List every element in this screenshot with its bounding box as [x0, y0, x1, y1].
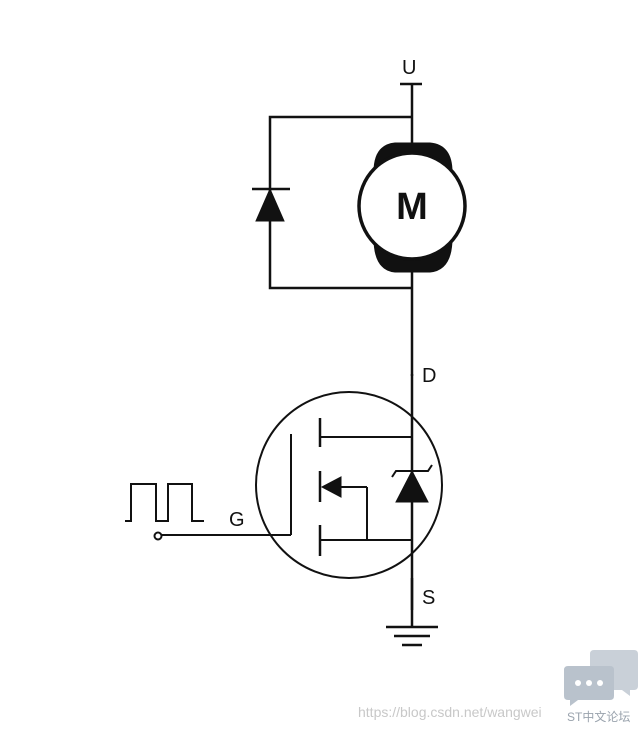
forum-label: ST中文论坛 — [567, 710, 631, 724]
body-diode — [391, 464, 433, 503]
supply-label: U — [402, 57, 416, 79]
motor-body — [357, 151, 467, 261]
mosfet-envelope — [255, 391, 443, 579]
source-label: S — [422, 587, 435, 609]
motor: M — [357, 142, 467, 273]
body-diode-bar — [391, 464, 433, 478]
substrate-arrow — [320, 476, 342, 498]
gate-label: G — [229, 509, 245, 531]
mosfet — [255, 391, 443, 610]
forum-chat-icon — [564, 650, 638, 706]
flyback-diode — [252, 187, 290, 222]
body-diode-triangle — [395, 469, 429, 503]
motor-label: M — [396, 186, 428, 228]
gate-input-terminal — [153, 531, 163, 541]
flyback-diode-triangle — [255, 187, 285, 222]
watermark-url: https://blog.csdn.net/wangwei — [358, 704, 542, 720]
ground-icon — [386, 625, 438, 647]
drain-label: D — [422, 365, 436, 387]
pwm-signal-icon — [125, 483, 204, 522]
